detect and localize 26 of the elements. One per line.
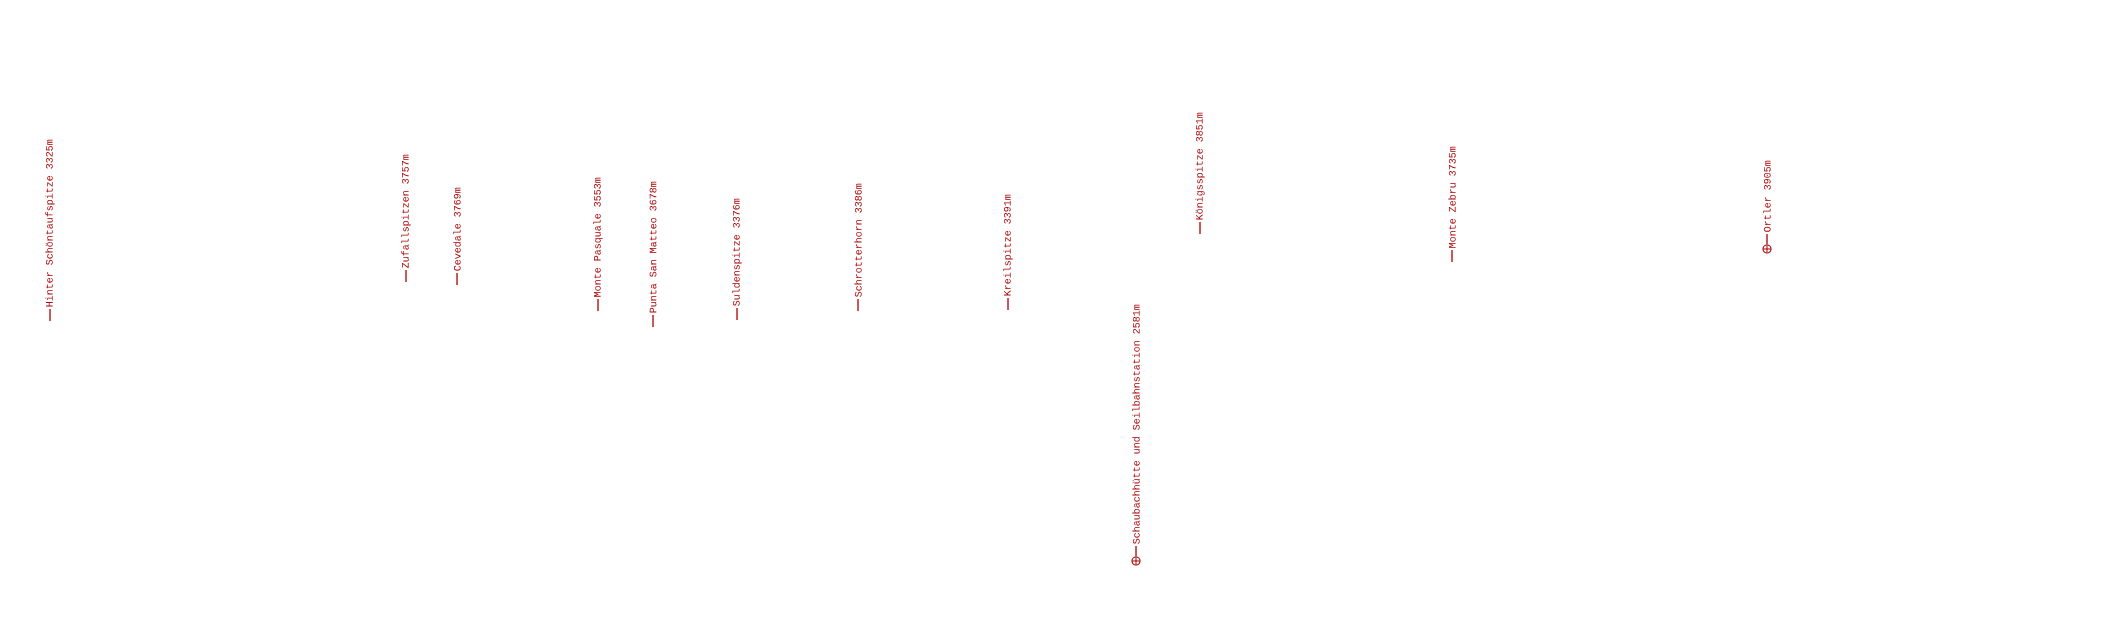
peak-label: Suldenspitze 3376m	[732, 198, 742, 306]
leader-line	[456, 272, 458, 286]
leader-line	[405, 269, 407, 283]
peak-label: Cevedale 3769m	[453, 187, 461, 271]
leader-line	[652, 314, 654, 328]
peak-label: Punta San Matteo 3678m	[649, 181, 657, 313]
leader-line	[49, 308, 51, 322]
leader-line	[736, 307, 738, 321]
leader-line	[1199, 221, 1201, 235]
leader-line	[597, 298, 599, 312]
peak-label: Hinter Schöntaufspitze 3325m	[45, 139, 55, 307]
leader-line	[1135, 545, 1137, 558]
peak-label: Schrotterhorn 3386m	[854, 183, 862, 297]
crosshair-marker	[1131, 556, 1141, 566]
leader-line	[1451, 249, 1453, 263]
peak-label: Kreilspitze 3391m	[1003, 194, 1013, 296]
peak-label: Königsspitze 3851m	[1195, 112, 1205, 220]
leader-line	[857, 298, 859, 312]
peak-label: Monte Pasquale 3553m	[593, 177, 603, 297]
peak-label: Schaubachhütte und Seilbahnstation 2581m	[1132, 304, 1140, 544]
peak-label: Ortler 3905m	[1763, 160, 1771, 232]
crosshair-marker	[1762, 244, 1772, 254]
leader-line	[1766, 233, 1768, 246]
peak-label: Zufallspitzen 3757m	[401, 154, 411, 268]
peak-label: Monte Zebru 3735m	[1448, 146, 1456, 248]
leader-line	[1007, 297, 1009, 311]
